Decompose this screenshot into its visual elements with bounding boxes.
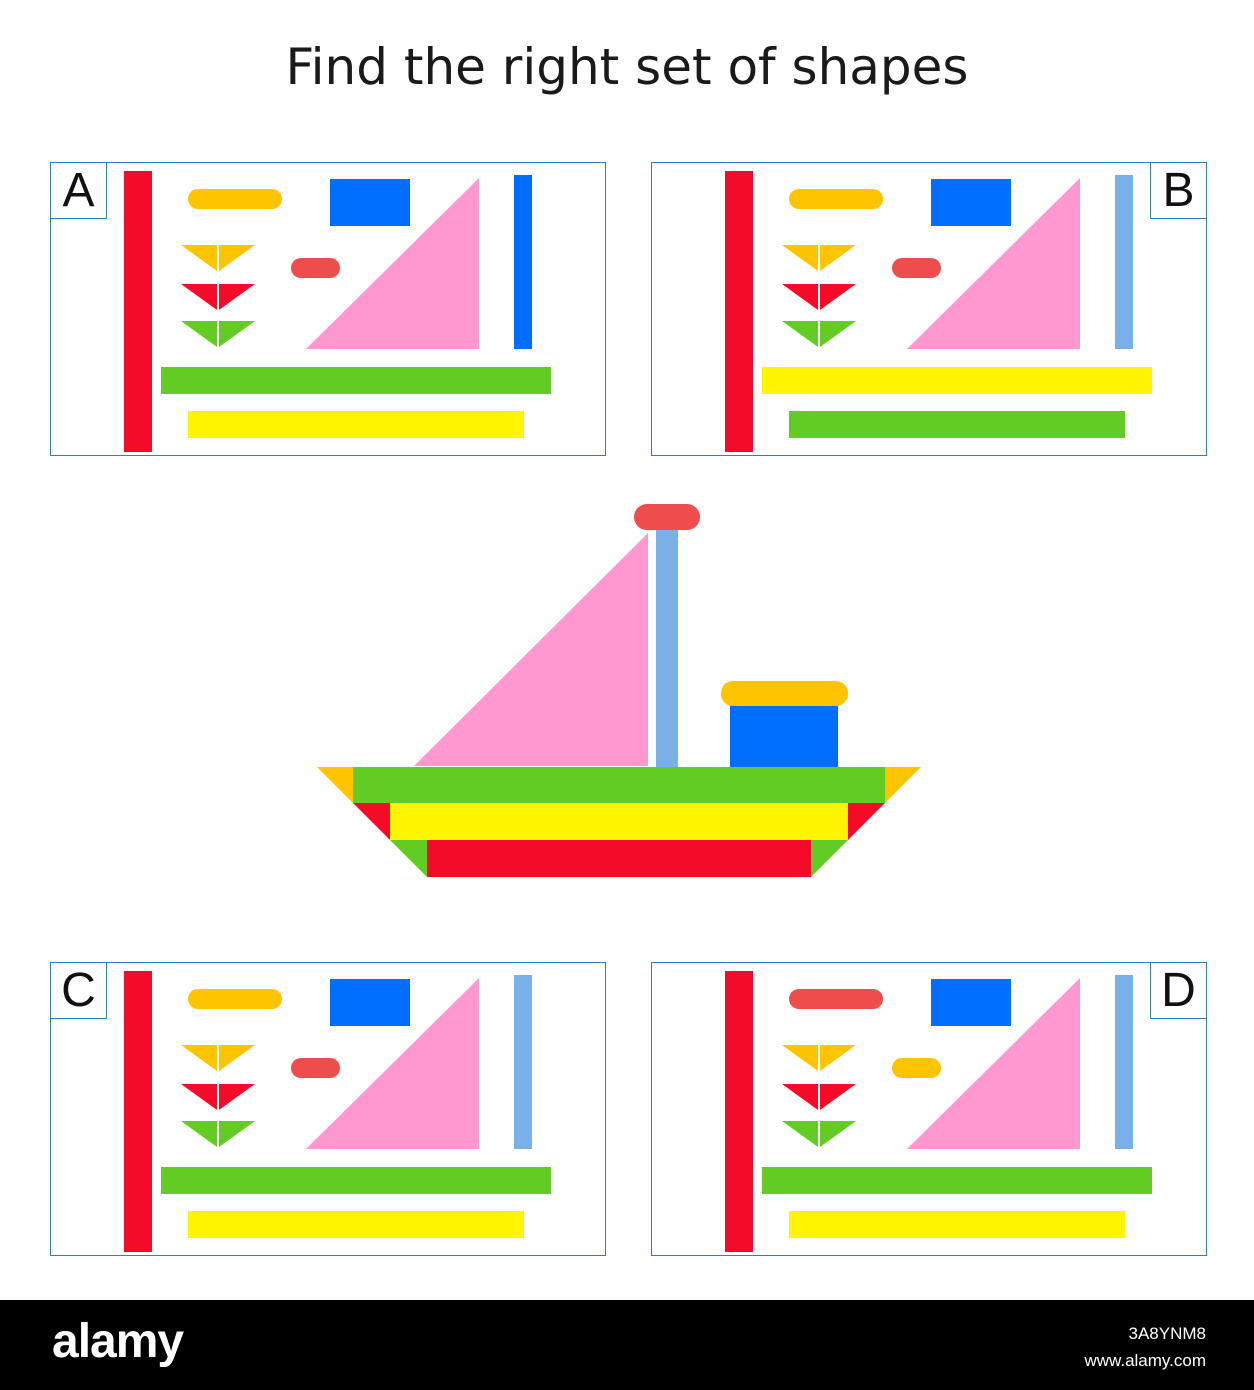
option-letter-a: A — [51, 163, 107, 219]
piece-tall-red-bar — [124, 971, 152, 1252]
hull-stripe-mid — [390, 803, 848, 840]
piece-long-bar-1 — [762, 367, 1152, 394]
piece-triangle-right-red — [820, 284, 856, 310]
alamy-logo: alamy — [52, 1315, 184, 1368]
piece-triangle-left-red — [782, 1084, 818, 1110]
option-letter-d: D — [1150, 963, 1206, 1019]
piece-tall-red-bar — [725, 171, 753, 452]
piece-triangle-right-orange — [820, 1045, 856, 1071]
piece-triangle-left-orange — [181, 1045, 217, 1071]
piece-blue-rect — [931, 979, 1011, 1026]
piece-triangle-right-orange — [219, 245, 255, 271]
piece-triangle-left-green — [181, 321, 217, 347]
option-card-c[interactable]: C — [50, 962, 606, 1256]
hull-tri-top-right — [885, 767, 921, 803]
sailboat-picture — [317, 504, 921, 877]
piece-triangle-right-green — [820, 1121, 856, 1147]
piece-long-bar-2 — [789, 1211, 1125, 1238]
piece-triangle-right-orange — [820, 245, 856, 271]
piece-long-bar-2 — [789, 411, 1125, 438]
hull-stripe-bottom — [427, 840, 811, 877]
piece-tall-red-bar — [124, 171, 152, 452]
piece-triangle-left-orange — [782, 1045, 818, 1071]
option-card-d[interactable]: D — [651, 962, 1207, 1256]
option-card-b[interactable]: B — [651, 162, 1207, 456]
piece-cap-bar — [188, 189, 282, 209]
shape-set-d — [725, 971, 1152, 1252]
piece-pole — [514, 975, 532, 1149]
mast-cap — [634, 504, 700, 530]
piece-triangle-left-red — [782, 284, 818, 310]
piece-triangle-left-orange — [782, 245, 818, 271]
hull-tri-top-left — [317, 767, 353, 803]
piece-triangle-left-orange — [181, 245, 217, 271]
hull-stripe-top — [353, 767, 885, 803]
piece-triangle-right-green — [820, 321, 856, 347]
shape-set-a — [124, 171, 551, 452]
piece-cap-bar — [789, 989, 883, 1009]
option-card-a[interactable]: A — [50, 162, 606, 456]
hull-tri-mid-left — [353, 803, 390, 840]
cabin-block — [730, 703, 838, 769]
piece-triangle-left-green — [782, 321, 818, 347]
option-letter-b: B — [1150, 163, 1206, 219]
piece-small-bar — [291, 258, 340, 278]
hull-tri-bottom-left — [390, 840, 427, 877]
piece-long-bar-1 — [161, 1167, 551, 1194]
site-url: www.alamy.com — [1084, 1351, 1206, 1370]
piece-small-bar — [892, 258, 941, 278]
piece-long-bar-1 — [762, 1167, 1152, 1194]
piece-sail-triangle — [907, 978, 1080, 1149]
image-id: 3A8YNM8 — [1128, 1324, 1206, 1343]
page-title: Find the right set of shapes — [285, 38, 969, 96]
piece-triangle-right-green — [219, 1121, 255, 1147]
cabin-roof — [721, 681, 848, 706]
sail-triangle — [414, 533, 648, 766]
piece-triangle-right-green — [219, 321, 255, 347]
piece-triangle-right-red — [820, 1084, 856, 1110]
piece-sail-triangle — [306, 178, 479, 349]
stock-footer: alamy 3A8YNM8 www.alamy.com — [0, 1300, 1254, 1390]
piece-triangle-left-green — [782, 1121, 818, 1147]
piece-small-bar — [892, 1058, 941, 1078]
shape-set-c — [124, 971, 551, 1252]
piece-triangle-left-green — [181, 1121, 217, 1147]
piece-triangle-right-red — [219, 284, 255, 310]
piece-triangle-left-red — [181, 1084, 217, 1110]
piece-small-bar — [291, 1058, 340, 1078]
image-id-block: 3A8YNM8 www.alamy.com — [1084, 1320, 1206, 1374]
piece-pole — [514, 175, 532, 349]
piece-sail-triangle — [306, 978, 479, 1149]
shape-set-b — [725, 171, 1152, 452]
piece-cap-bar — [188, 989, 282, 1009]
piece-triangle-right-red — [219, 1084, 255, 1110]
hull-tri-mid-right — [848, 803, 885, 840]
piece-pole — [1115, 975, 1133, 1149]
piece-blue-rect — [330, 979, 410, 1026]
piece-long-bar-1 — [161, 367, 551, 394]
piece-blue-rect — [931, 179, 1011, 226]
mast-pole — [656, 528, 678, 768]
option-letter-c: C — [51, 963, 107, 1019]
piece-pole — [1115, 175, 1133, 349]
piece-triangle-right-orange — [219, 1045, 255, 1071]
hull-tri-bottom-right — [811, 840, 848, 877]
piece-blue-rect — [330, 179, 410, 226]
piece-tall-red-bar — [725, 971, 753, 1252]
piece-triangle-left-red — [181, 284, 217, 310]
piece-cap-bar — [789, 189, 883, 209]
piece-sail-triangle — [907, 178, 1080, 349]
piece-long-bar-2 — [188, 1211, 524, 1238]
piece-long-bar-2 — [188, 411, 524, 438]
